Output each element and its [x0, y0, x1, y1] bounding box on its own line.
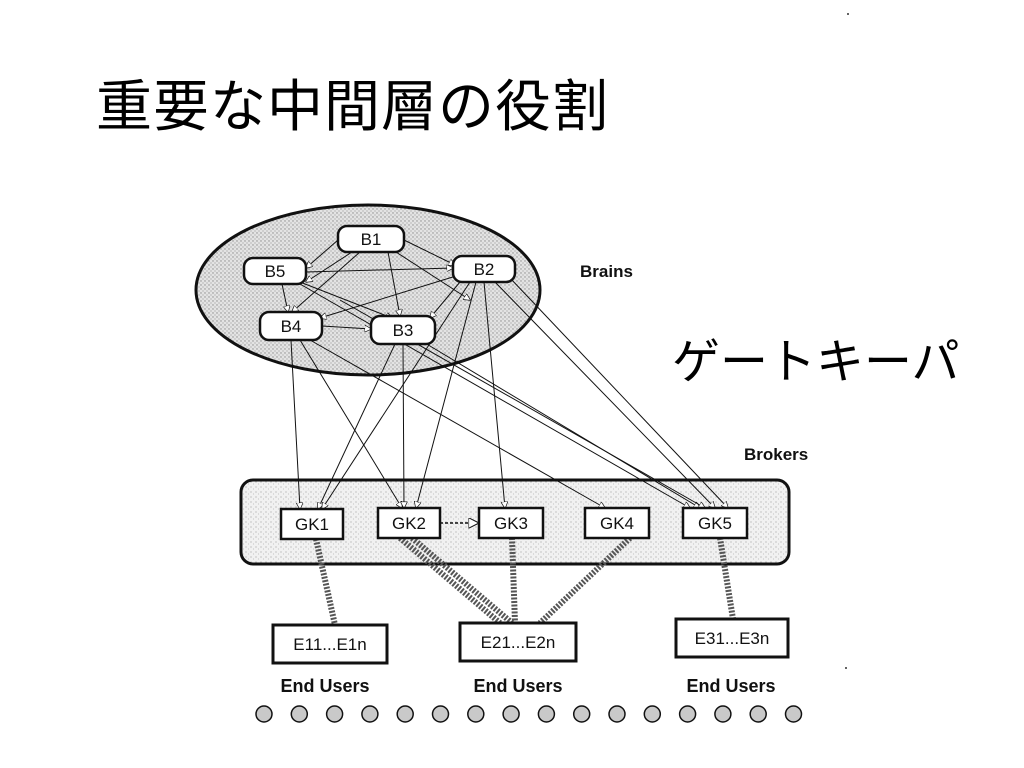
brain-gatekeeper-link: [290, 339, 300, 509]
brain-link: [320, 275, 457, 318]
brain-link: [292, 251, 361, 312]
dot: [714, 705, 732, 723]
gatekeeper-node-gk2: GK2: [376, 506, 442, 540]
enduser-group-1: E11...E1n End Users: [271, 623, 389, 696]
brain-gatekeeper-link: [494, 281, 715, 508]
dot: [537, 705, 556, 723]
slide-dot-row: [255, 705, 803, 723]
brain-links: [281, 239, 728, 523]
dot: [749, 705, 767, 723]
brain-link: [281, 283, 288, 312]
stray-mark: [847, 13, 849, 15]
gatekeeper-node-gk1: GK1: [279, 507, 345, 541]
brain-gatekeeper-link: [416, 281, 477, 508]
dot: [325, 705, 344, 723]
gatekeeper-label-gk2: GK2: [392, 514, 426, 533]
gatekeeper-enduser-link: [313, 538, 338, 626]
gatekeeper-enduser-link: [717, 537, 736, 620]
brain-gatekeeper-link: [322, 281, 471, 509]
brain-link: [299, 281, 392, 318]
dot: [784, 705, 803, 723]
slide-title: 重要な中間層の役割: [96, 75, 609, 140]
brain-label-b2: B2: [474, 260, 495, 279]
dot: [608, 705, 626, 723]
dot: [502, 705, 520, 723]
gatekeeper-enduser-link: [537, 535, 633, 626]
brain-label-b3: B3: [393, 321, 414, 340]
gatekeeper-label: ゲートキーパ: [672, 334, 960, 390]
brain-link: [306, 251, 353, 282]
dot: [255, 705, 273, 723]
brains-label: Brains: [580, 262, 633, 281]
brain-gatekeeper-link: [318, 343, 396, 509]
dot: [361, 705, 379, 723]
gatekeeper-node-gk4: GK4: [583, 506, 651, 540]
enduser-links: [313, 535, 736, 626]
gatekeeper-label-gk4: GK4: [600, 514, 634, 533]
gatekeeper-node-gk3: GK3: [477, 506, 545, 540]
brain-label-b4: B4: [281, 317, 302, 336]
brain-gatekeeper-link: [419, 339, 700, 508]
brain-gatekeeper-link: [299, 339, 402, 508]
brain-node-b3: B3: [369, 314, 437, 346]
brain-gatekeeper-link: [509, 277, 728, 508]
gatekeeper-label-gk1: GK1: [295, 515, 329, 534]
enduser-caption-1: End Users: [280, 676, 369, 696]
brain-link: [430, 281, 461, 318]
gatekeeper-enduser-link: [509, 537, 518, 624]
brain-link: [395, 251, 470, 300]
enduser-box-label-2: E21...E2n: [481, 633, 556, 652]
gatekeeper-enduser-link: [410, 535, 514, 626]
brain-link: [305, 268, 453, 273]
stray-mark: [845, 667, 847, 669]
brain-gatekeeper-link: [403, 343, 404, 508]
gatekeeper-node-gk5: GK5: [681, 506, 749, 540]
brain-link: [387, 251, 400, 316]
brain-node-b4: B4: [258, 310, 324, 342]
brain-gatekeeper-link: [483, 281, 505, 508]
brain-node-b1: B1: [336, 224, 406, 254]
enduser-caption-3: End Users: [686, 676, 775, 696]
brain-link: [306, 239, 339, 268]
brokers-label: Brokers: [744, 445, 808, 464]
enduser-group-2: E21...E2n End Users: [458, 621, 578, 696]
gatekeeper-enduser-link: [398, 535, 502, 626]
brain-link: [321, 326, 371, 329]
dot: [678, 705, 697, 723]
brain-label-b1: B1: [361, 230, 382, 249]
gatekeeper-label-gk3: GK3: [494, 514, 528, 533]
enduser-caption-2: End Users: [473, 676, 562, 696]
dot: [572, 705, 591, 723]
enduser-box-label-1: E11...E1n: [293, 635, 366, 654]
brain-link: [403, 239, 455, 265]
dot: [643, 705, 662, 723]
gatekeeper-label-gk5: GK5: [698, 514, 732, 533]
dot: [431, 705, 450, 723]
dot: [290, 705, 309, 723]
dot: [396, 705, 414, 723]
brain-gatekeeper-link: [309, 339, 605, 508]
brain-node-b5: B5: [242, 256, 308, 286]
enduser-group-3: E31...E3n End Users: [674, 617, 790, 696]
dot: [467, 705, 485, 723]
brain-gatekeeper-link: [299, 283, 690, 508]
brain-node-b2: B2: [451, 254, 517, 284]
enduser-box-label-3: E31...E3n: [695, 629, 770, 648]
brain-label-b5: B5: [265, 262, 286, 281]
